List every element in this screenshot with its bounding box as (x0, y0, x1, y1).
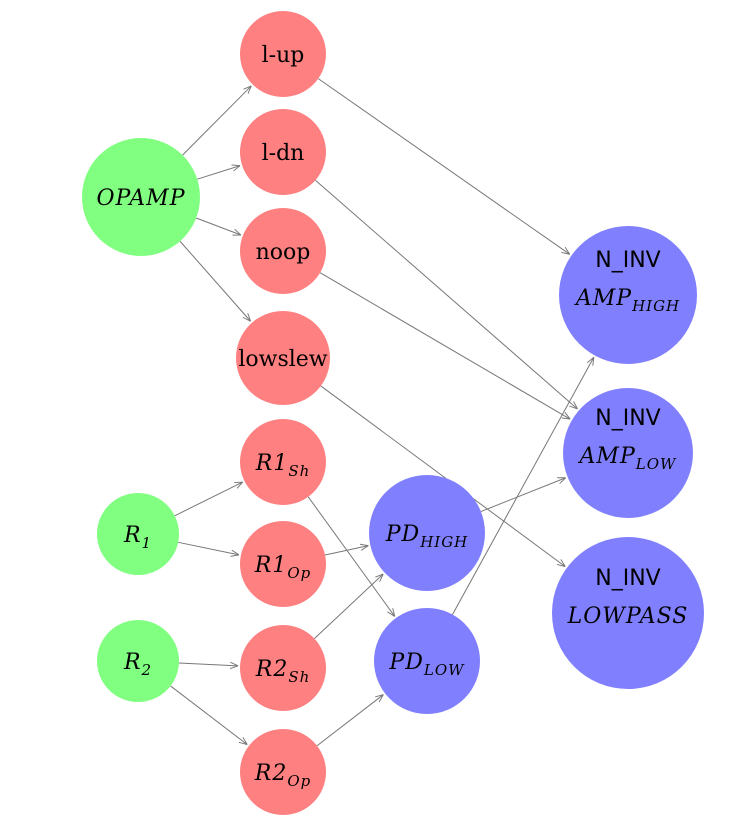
node-label-main: OPAMP (96, 186, 185, 211)
node-label-main: lowslew (238, 347, 327, 372)
node-label-main: R1 (254, 553, 288, 578)
node-label-main: AMP (574, 286, 632, 311)
node-label-r2: R2 (123, 650, 152, 679)
node-label-subscript: Sh (288, 668, 310, 686)
edge-pdlow-to-ninv-amp-high (452, 357, 594, 615)
node-label-subscript: HIGH (631, 297, 680, 315)
node-label-lowslew: lowslew (238, 347, 327, 372)
node-label-main: l-dn (262, 141, 305, 166)
node-label-noop: noop (256, 240, 311, 265)
edge-r2op-to-pdlow (316, 695, 383, 747)
node-label-main: R (123, 523, 142, 548)
node-label-subscript: Op (287, 772, 311, 790)
node-label-ninv-lowpass: LOWPASS (567, 604, 689, 629)
node-label-main: LOWPASS (567, 604, 689, 629)
node-circle-lowslew (236, 311, 330, 405)
node-top-label-ninv-amp-high: N_INV (595, 248, 660, 273)
node-circle-pdhigh (369, 475, 485, 591)
node-label-main: AMP (578, 444, 636, 469)
edge-pdhigh-to-ninv-amp-low (480, 478, 566, 513)
node-circle-pdlow (374, 608, 480, 714)
node-noop[interactable]: noop (240, 208, 326, 294)
edge-r1-to-r1sh (174, 482, 243, 517)
node-label-r1: R1 (123, 523, 152, 552)
node-label-subscript: Sh (288, 462, 310, 480)
node-label-subscript: 2 (141, 661, 153, 679)
node-ninv-lowpass[interactable]: N_INV LOWPASS (552, 537, 704, 689)
node-r1[interactable]: R1 (97, 493, 179, 575)
node-label-main: R (123, 650, 142, 675)
node-label-subscript: Op (287, 564, 311, 582)
edge-opamp-to-lowslew (179, 240, 251, 321)
node-r2op[interactable]: R2Op (240, 729, 326, 815)
node-label-main: R2 (255, 657, 289, 682)
node-label-main: PD (388, 650, 423, 675)
node-label-main: noop (256, 240, 311, 265)
node-circle-ninv-amp-high (559, 226, 697, 364)
node-circle-noop (240, 208, 326, 294)
edge-opamp-to-l-dn (197, 166, 240, 180)
node-label-main: R2 (254, 761, 288, 786)
node-label-l-up: l-up (262, 43, 305, 68)
node-label-main: l-up (262, 43, 305, 68)
edge-r1sh-to-pdlow (307, 496, 395, 617)
node-ninv-amp-high[interactable]: N_INV AMPHIGH (559, 226, 697, 364)
node-circle-r2op (240, 729, 326, 815)
node-top-label-ninv-lowpass: N_INV (595, 566, 660, 591)
node-circle-ninv-lowpass (552, 537, 704, 689)
edge-r2sh-to-pdhigh (314, 574, 383, 639)
nodes-layer: OPAMPl-upl-dnnooplowslewR1R2R1ShR1OpR2Sh… (82, 11, 704, 815)
node-opamp[interactable]: OPAMP (82, 138, 200, 256)
node-label-r2sh: R2Sh (255, 657, 311, 686)
node-circle-r1sh (240, 419, 326, 505)
edge-r1-to-r1op (178, 541, 239, 555)
node-pdhigh[interactable]: PDHIGH (369, 475, 485, 591)
node-label-l-dn: l-dn (262, 141, 305, 166)
node-label-subscript: LOW (635, 455, 677, 473)
node-label-ninv-amp-high: AMPHIGH (574, 286, 680, 315)
node-label-r1op: R1Op (254, 553, 311, 582)
node-label-main: R1 (255, 451, 289, 476)
node-label-subscript: HIGH (419, 533, 468, 551)
edge-opamp-to-l-up (182, 86, 252, 156)
node-circle-r2 (97, 620, 179, 702)
node-circle-ninv-amp-low (563, 388, 693, 518)
node-label-pdhigh: PDHIGH (385, 522, 469, 551)
edge-l-dn-to-ninv-amp-low (315, 179, 577, 409)
edges-layer (170, 78, 594, 747)
node-top-label-ninv-amp-low: N_INV (595, 406, 660, 431)
node-label-subscript: LOW (423, 661, 465, 679)
node-circle-opamp (82, 138, 200, 256)
node-circle-r2sh (240, 625, 326, 711)
node-circle-l-dn (240, 109, 326, 195)
node-label-main: PD (385, 522, 420, 547)
node-label-ninv-amp-low: AMPLOW (578, 444, 677, 473)
node-lowslew[interactable]: lowslew (236, 311, 330, 405)
node-ninv-amp-low[interactable]: N_INV AMPLOW (563, 388, 693, 518)
node-pdlow[interactable]: PDLOW (374, 608, 480, 714)
edge-lowslew-to-ninv-lowpass (320, 385, 565, 567)
edge-opamp-to-noop (195, 217, 241, 235)
node-label-opamp: OPAMP (96, 186, 185, 211)
node-l-up[interactable]: l-up (240, 11, 326, 97)
node-r1sh[interactable]: R1Sh (240, 419, 326, 505)
edge-noop-to-ninv-amp-low (319, 272, 570, 419)
edge-l-up-to-ninv-amp-high (317, 78, 570, 255)
edge-r2-to-r2op (170, 685, 248, 745)
node-label-r1sh: R1Sh (255, 451, 311, 480)
node-r2[interactable]: R2 (97, 620, 179, 702)
node-r1op[interactable]: R1Op (240, 521, 326, 607)
edge-r2-to-r2sh (178, 663, 238, 666)
node-label-subscript: 1 (142, 534, 153, 552)
node-label-pdlow: PDLOW (388, 650, 465, 679)
node-circle-r1 (97, 493, 179, 575)
node-label-r2op: R2Op (254, 761, 311, 790)
node-r2sh[interactable]: R2Sh (240, 625, 326, 711)
node-circle-r1op (240, 521, 326, 607)
node-l-dn[interactable]: l-dn (240, 109, 326, 195)
edge-r1op-to-pdhigh (324, 546, 368, 556)
node-circle-l-up (240, 11, 326, 97)
